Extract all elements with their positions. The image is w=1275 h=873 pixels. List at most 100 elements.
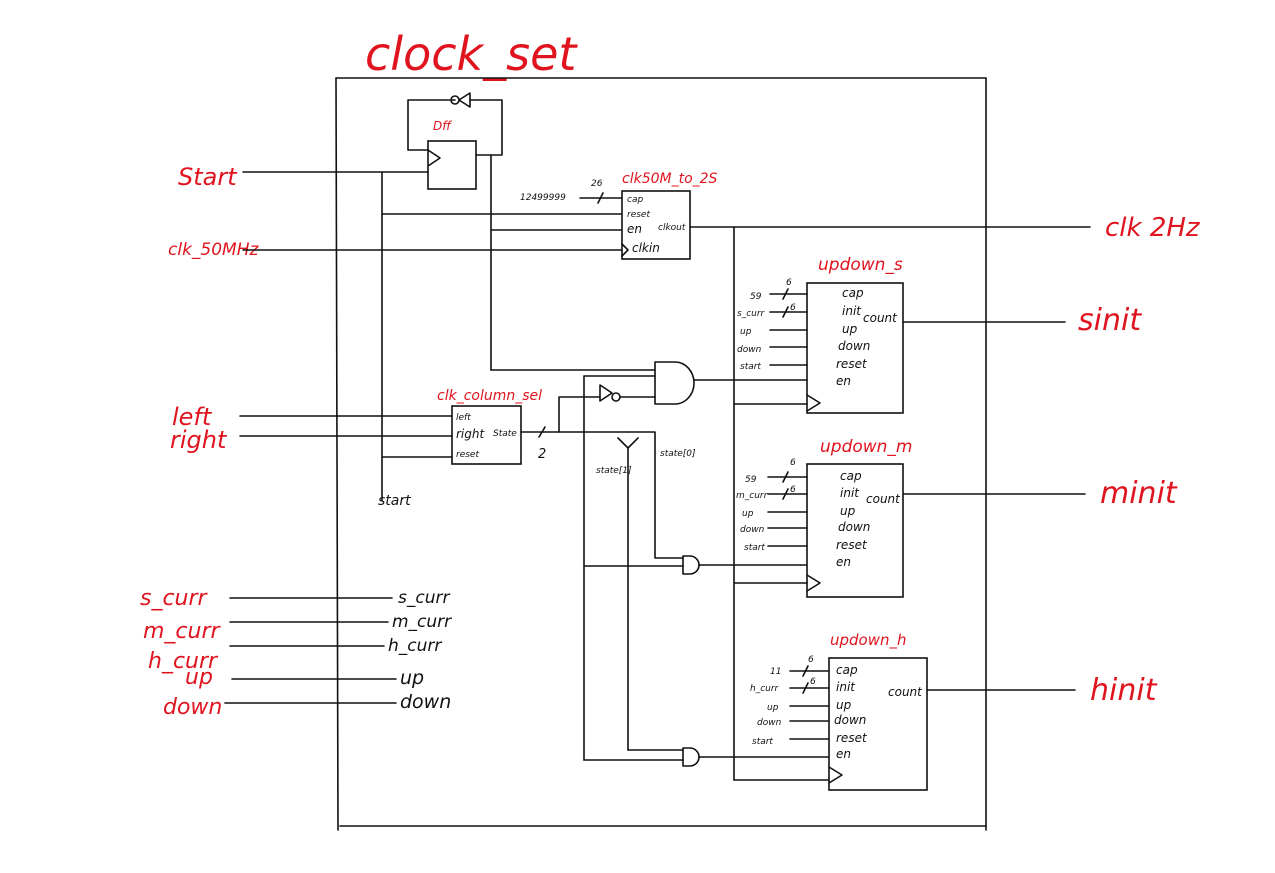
divider-bus-width: 26	[591, 179, 603, 189]
input-right-label: right	[170, 426, 228, 454]
block-outline	[806, 463, 904, 598]
blocks-updown-s-cap-value-text: 59	[750, 292, 762, 302]
output-minit-label: minit	[1100, 476, 1178, 511]
blocks-updown-s-in-labels-reset-text: start	[740, 362, 761, 372]
blocks-updown-h-bus-width-text: 6	[810, 677, 816, 687]
blocks-updown-s-ports-reset-text: reset	[836, 357, 868, 371]
wire-segment	[627, 431, 684, 559]
blocks-updown-h-in-labels-reset-text: start	[752, 737, 773, 747]
block-outline	[806, 282, 904, 414]
blocks-updown-h-ports-up-text: up	[836, 698, 852, 712]
wire-segment	[599, 384, 613, 402]
divider-port-clkin: clkin	[632, 241, 660, 255]
wire-segment	[469, 99, 503, 156]
blocks-updown-h-init-value-text: h_curr	[750, 684, 780, 694]
column-sel-label: clk_column_sel	[437, 388, 542, 404]
wire-segment	[617, 437, 639, 449]
blocks-updown-h-bus-width-text: 6	[808, 655, 814, 665]
wire-segment	[654, 361, 695, 405]
wire-segment	[782, 288, 789, 300]
wire-segment	[802, 665, 809, 677]
bottom-inputs: s_curr m_curr h_curr up down s_curr m_cu…	[140, 586, 452, 720]
dff-label: Dff	[433, 119, 452, 133]
wire-segment	[806, 394, 821, 412]
internal-up-text: up	[400, 667, 424, 689]
input-left-label: left	[172, 403, 213, 431]
blocks-updown-s-ports-cap-text: cap	[842, 286, 864, 300]
blocks-updown-h-in-labels-down-text: down	[757, 718, 782, 728]
inputs-m-curr-text: m_curr	[143, 619, 222, 644]
blocks-updown-h-ports-cap-text: cap	[836, 663, 858, 677]
divider-port-en: en	[627, 222, 642, 236]
state-bus-width: 2	[538, 447, 546, 462]
blocks-updown-s-ports-up-text: up	[842, 322, 858, 336]
wire-segment	[802, 682, 809, 694]
wire-segment	[782, 488, 789, 500]
block-outline	[427, 140, 477, 190]
blocks-updown-m-ports-reset-text: reset	[836, 538, 868, 552]
wire-segment	[782, 306, 789, 318]
wire-segment	[828, 766, 843, 784]
wire-segment	[682, 555, 700, 575]
wire-segment	[450, 95, 460, 105]
divider-port-clkout: clkout	[658, 223, 686, 233]
blocks-updown-m-in-labels-up-text: up	[742, 509, 754, 519]
and-gate-m	[583, 555, 808, 575]
output-hinit-label: hinit	[1090, 673, 1158, 708]
blocks-updown-h-ports-reset-text: reset	[836, 731, 868, 745]
blocks-updown-h-ports-init-text: init	[836, 680, 856, 694]
blocks-updown-m-ports-en-text: en	[836, 555, 851, 569]
wire-segment	[558, 396, 601, 433]
block-outline	[451, 405, 522, 465]
blocks-updown-m-in-labels-down-text: down	[740, 525, 765, 535]
updown-h-label: updown_h	[830, 631, 907, 650]
wire-segment	[597, 192, 604, 204]
output-clk2hz-label: clk 2Hz	[1105, 213, 1201, 243]
divider-port-cap: cap	[627, 195, 643, 205]
dff-block: Dff	[407, 92, 503, 190]
blocks-updown-s-bus-width-text: 6	[786, 278, 792, 288]
blocks-updown-m-ports-down-text: down	[838, 520, 870, 534]
input-clk-label: clk_50MHz	[168, 240, 259, 260]
blocks-updown-m-ports-up-text: up	[840, 504, 856, 518]
updown-m-label: updown_m	[820, 437, 913, 457]
blocks-updown-h-in-labels-up-text: up	[767, 703, 779, 713]
blocks-updown-m-ports-count-text: count	[866, 492, 901, 506]
wire-segment	[407, 99, 456, 151]
inputs-s-curr-text: s_curr	[140, 586, 209, 611]
blocks-updown-m-ports-cap-text: cap	[840, 469, 862, 483]
wire-segment	[458, 92, 471, 108]
wire-segment	[427, 149, 441, 167]
blocks-column-sel-ports-right-text: right	[456, 427, 485, 441]
blocks-column-sel-ports-state-text: State	[493, 429, 517, 439]
blocks-updown-m-ports-init-text: init	[840, 486, 860, 500]
blocks-updown-s-ports-en-text: en	[836, 374, 851, 388]
blocks-updown-m-cap-value-text: 59	[745, 475, 757, 485]
internal-h-curr-text: h_curr	[388, 636, 442, 656]
wire-segment	[806, 574, 821, 592]
internal-s-curr-text: s_curr	[398, 588, 450, 608]
wire-segment	[621, 243, 629, 257]
blocks-updown-m-init-value-text: m_curr	[736, 491, 769, 501]
updown-s-block: updown_s cap init up down reset en count…	[693, 255, 904, 414]
blocks-column-sel-ports-reset-text: reset	[456, 450, 479, 460]
and-gate-s	[558, 361, 695, 433]
state0-label: state[0]	[660, 449, 696, 459]
blocks-updown-m-in-labels-reset-text: start	[744, 543, 765, 553]
wire-segment	[538, 426, 546, 438]
divider-block: clk50M_to_2S 12499999 26 cap reset en cl…	[520, 171, 718, 260]
module-boundary	[335, 77, 987, 831]
blocks-updown-s-ports-init-text: init	[842, 304, 862, 318]
blocks-updown-m-bus-width-text: 6	[790, 458, 796, 468]
wire-segment	[682, 747, 700, 767]
inputs-down-text: down	[163, 695, 222, 720]
blocks-updown-s-in-labels-down-text: down	[737, 345, 762, 355]
updown-m-block: updown_m cap init up down reset en count…	[733, 437, 913, 598]
updown-h-block: updown_h cap init up down reset en count…	[733, 631, 928, 791]
divider-label: clk50M_to_2S	[622, 171, 718, 187]
internal-down-text: down	[400, 691, 451, 713]
diagram-title: clock_set	[365, 27, 578, 81]
wire-segment	[335, 77, 339, 831]
inputs-h-curr-text: h_curr	[148, 649, 219, 674]
